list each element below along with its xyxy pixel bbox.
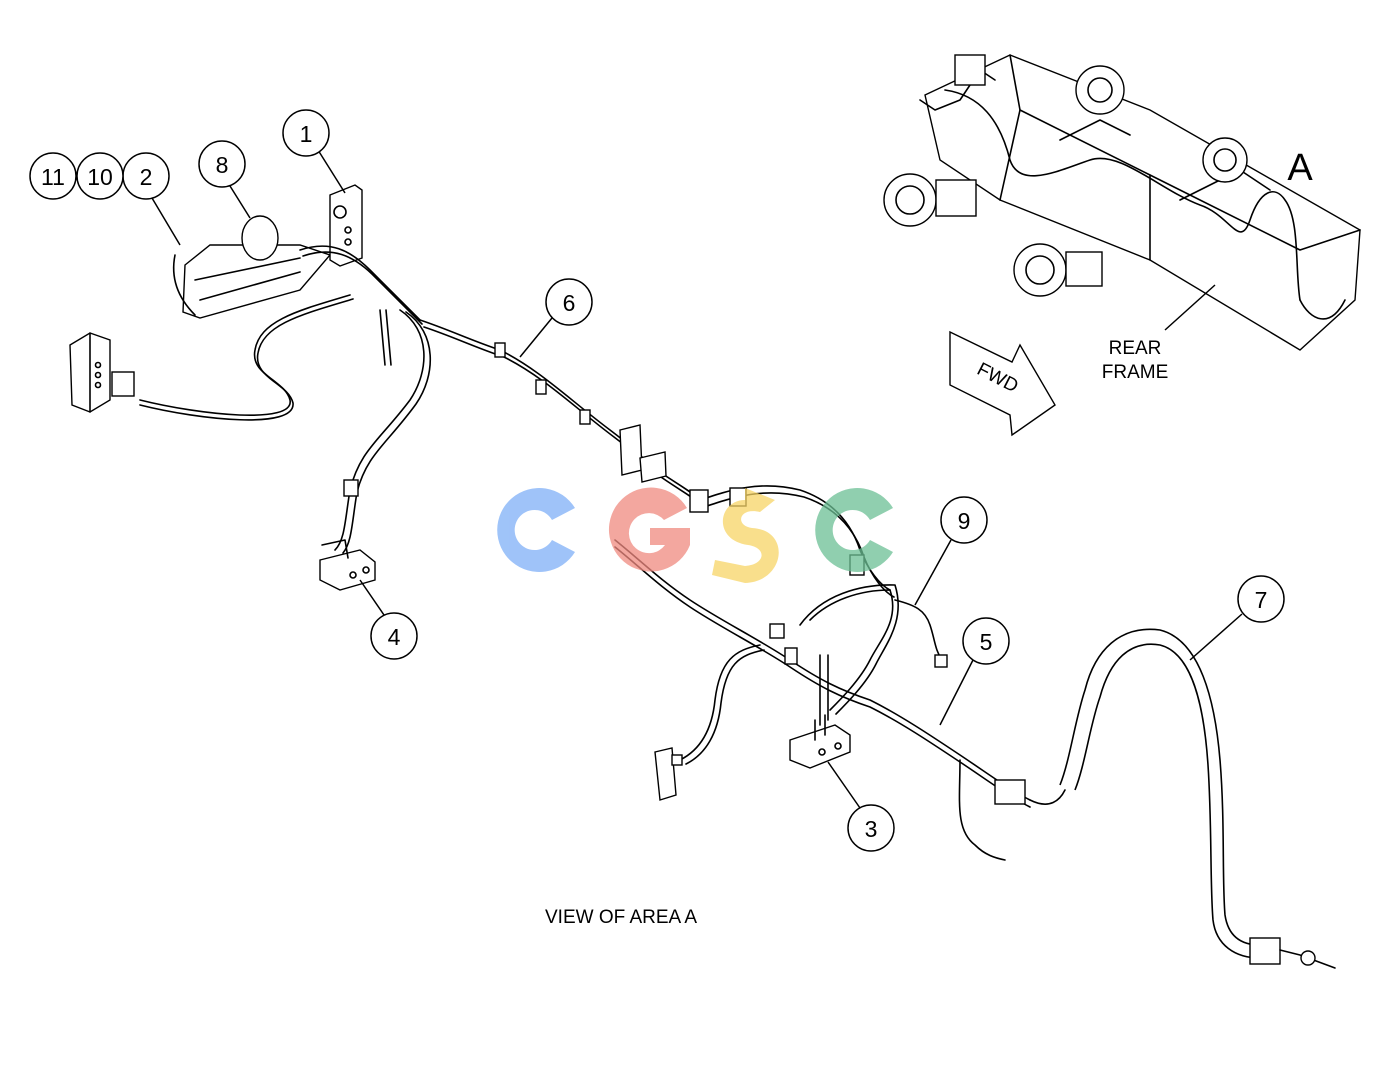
cgsc-watermark	[497, 487, 893, 583]
clip	[784, 647, 798, 665]
fwd-arrow-icon: FWD	[949, 330, 1056, 437]
clip	[535, 379, 547, 395]
callout-1: 1	[300, 121, 313, 147]
callout-6-circle	[545, 278, 593, 326]
watermark-letter-2	[608, 487, 690, 572]
connector	[934, 654, 948, 668]
clip	[494, 342, 506, 358]
callout-9-circle	[940, 496, 988, 544]
end-connector	[1249, 937, 1281, 965]
callout-6: 6	[563, 290, 576, 316]
callout-2: 2	[140, 164, 153, 190]
callout-5-circle	[962, 617, 1010, 665]
clip	[343, 479, 359, 497]
callout-11-circle	[29, 152, 77, 200]
callout-5: 5	[980, 629, 993, 655]
rear-frame-inset: A REAR FRAME FWD	[883, 54, 1361, 437]
relay-item-8	[241, 215, 279, 261]
rear-frame-label-line1: REAR	[1109, 338, 1162, 359]
watermark-letter-4	[815, 488, 893, 573]
wheel-hub	[883, 173, 977, 227]
callout-3: 3	[865, 816, 878, 842]
callout-10-circle	[76, 152, 124, 200]
callout-8-circle	[198, 140, 246, 188]
callout-7: 7	[1255, 587, 1268, 613]
callout-4-circle	[370, 612, 418, 660]
bracket	[619, 424, 643, 476]
area-letter: A	[1287, 147, 1313, 189]
bracket	[639, 451, 667, 483]
wheel-hub	[1013, 243, 1103, 297]
bracket-item-4	[319, 539, 376, 591]
view-caption: VIEW OF AREA A	[545, 907, 698, 928]
connector-block-left	[172, 215, 332, 319]
callout-3-circle	[847, 804, 895, 852]
block-item-3	[789, 714, 851, 769]
callout-11: 11	[41, 164, 65, 190]
control-box-left	[69, 332, 135, 413]
callout-1-circle	[282, 109, 330, 157]
wheel-hub	[1075, 65, 1125, 115]
clip	[769, 623, 785, 639]
watermark-letter-3	[712, 488, 779, 583]
callout-9: 9	[958, 508, 971, 534]
connector	[689, 489, 709, 513]
clip	[579, 409, 591, 425]
watermark-letter-1	[497, 488, 575, 573]
harness-main	[69, 184, 1336, 969]
connector-cluster	[994, 779, 1026, 805]
module-item-1	[329, 184, 363, 267]
callout-10: 10	[87, 164, 113, 190]
callout-7-circle	[1237, 575, 1285, 623]
lamp-connector	[654, 747, 683, 801]
rear-frame-label-line2: FRAME	[1102, 362, 1169, 383]
callouts: 1 2 10 11 8 6 4 9 5 7	[29, 109, 1285, 852]
callout-8: 8	[216, 152, 229, 178]
wheel-hub	[1202, 137, 1248, 183]
callout-4: 4	[388, 624, 401, 650]
